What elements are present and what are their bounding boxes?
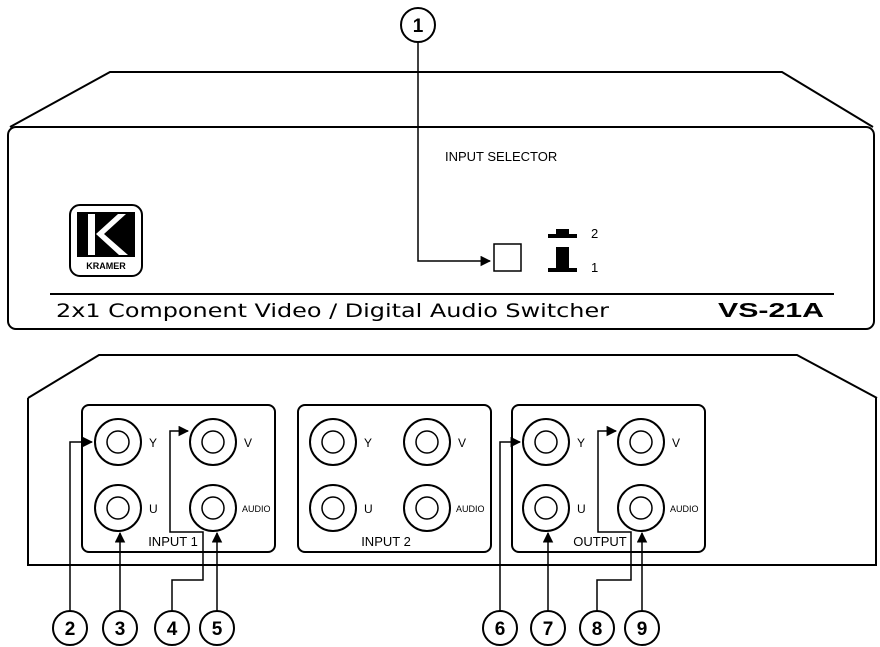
rca-connector-input2-audio[interactable] <box>403 484 451 532</box>
logo-text: KRAMER <box>86 261 126 271</box>
rca-connector-input1-u[interactable] <box>94 484 142 532</box>
switch-position-1-label: 1 <box>591 260 598 275</box>
connector-group-output <box>511 404 706 553</box>
front-face <box>7 126 875 330</box>
group-title-input-2: INPUT 2 <box>361 534 411 549</box>
leader-6 <box>499 436 522 611</box>
switch-position-2-label: 2 <box>591 226 598 241</box>
callout-4: 4 <box>154 610 190 646</box>
svg-text:7: 7 <box>543 619 554 640</box>
rear-top-face <box>27 354 878 399</box>
rca-connector-output-audio[interactable] <box>617 484 665 532</box>
rca-connector-input1-audio[interactable] <box>189 484 237 532</box>
callout-5: 5 <box>199 610 235 646</box>
callout-9: 9 <box>624 610 660 646</box>
svg-text:4: 4 <box>167 619 178 640</box>
connector-group-input-1 <box>81 404 276 553</box>
svg-text:1: 1 <box>413 16 424 37</box>
rca-connector-input1-y[interactable] <box>94 418 142 466</box>
label-input2-u: U <box>364 502 373 516</box>
leader-1 <box>417 42 492 267</box>
connector-group-input-2 <box>297 404 492 553</box>
callout-6: 6 <box>482 610 518 646</box>
label-input1-audio: AUDIO <box>242 504 271 514</box>
front-panel <box>7 71 875 330</box>
label-output-audio: AUDIO <box>670 504 699 514</box>
switch-indicator-1 <box>556 247 569 271</box>
leader-2 <box>69 436 94 611</box>
leader-4 <box>169 425 204 611</box>
product-description: 2x1 Component Video / Digital Audio Swit… <box>56 300 609 322</box>
rca-connector-input2-y[interactable] <box>309 418 357 466</box>
label-input1-u: U <box>149 502 158 516</box>
svg-text:9: 9 <box>637 619 648 640</box>
rca-connector-input2-v[interactable] <box>403 418 451 466</box>
rear-leader-lines <box>69 425 648 611</box>
label-output-u: U <box>577 502 586 516</box>
label-input1-y: Y <box>149 436 157 450</box>
rear-panel <box>27 354 878 566</box>
rca-connector-output-v[interactable] <box>617 418 665 466</box>
switch-indicator-1-base <box>548 268 577 272</box>
input-selector-button[interactable] <box>493 243 522 272</box>
rear-face <box>27 398 877 566</box>
leader-8 <box>596 425 632 611</box>
model-number: VS-21A <box>718 300 824 322</box>
label-output-v: V <box>672 436 680 450</box>
rca-connector-input1-v[interactable] <box>189 418 237 466</box>
callout-2: 2 <box>52 610 88 646</box>
label-input1-v: V <box>244 436 252 450</box>
label-input2-v: V <box>458 436 466 450</box>
kramer-logo: KRAMER <box>69 204 143 277</box>
label-output-y: Y <box>577 436 585 450</box>
svg-text:2: 2 <box>65 619 76 640</box>
svg-text:3: 3 <box>115 619 126 640</box>
label-input2-y: Y <box>364 436 372 450</box>
switch-indicator-2 <box>548 234 577 238</box>
callout-1: 1 <box>400 7 436 43</box>
svg-text:8: 8 <box>592 619 603 640</box>
group-title-input-1: INPUT 1 <box>148 534 198 549</box>
group-title-output: OUTPUT <box>573 534 627 549</box>
rca-connector-output-y[interactable] <box>522 418 570 466</box>
callout-3: 3 <box>102 610 138 646</box>
callout-8: 8 <box>579 610 615 646</box>
svg-text:5: 5 <box>212 619 223 640</box>
rca-connector-output-u[interactable] <box>522 484 570 532</box>
input-selector-label: INPUT SELECTOR <box>445 149 557 164</box>
label-input2-audio: AUDIO <box>456 504 485 514</box>
switch-indicator-2-stem <box>556 229 569 235</box>
rca-connector-input2-u[interactable] <box>309 484 357 532</box>
callout-7: 7 <box>530 610 566 646</box>
front-top-face <box>9 71 874 128</box>
svg-text:6: 6 <box>495 619 506 640</box>
